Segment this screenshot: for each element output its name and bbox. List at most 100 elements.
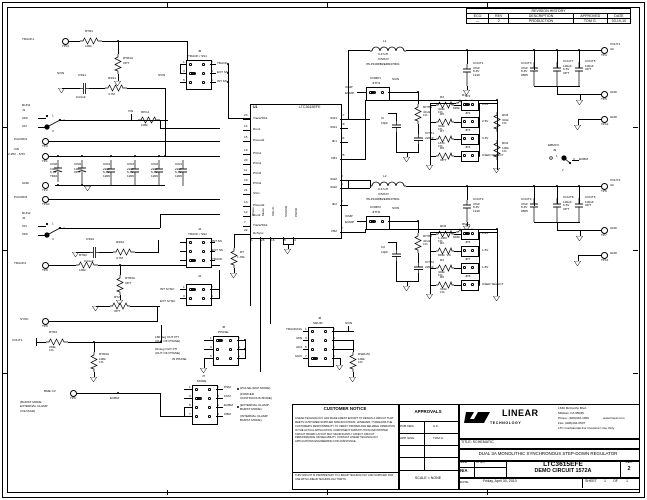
jumper-header-comp2[interactable] bbox=[366, 216, 390, 230]
jumper-pin[interactable] bbox=[311, 339, 314, 342]
jumper-pin[interactable] bbox=[208, 388, 211, 391]
jumper-pin[interactable] bbox=[324, 339, 327, 342]
jumper-shunt[interactable] bbox=[190, 288, 197, 291]
jumper-pin[interactable] bbox=[189, 63, 192, 66]
jumper-pin[interactable] bbox=[189, 81, 192, 84]
jumper-pin[interactable] bbox=[369, 91, 372, 94]
jumper-pin[interactable] bbox=[202, 81, 205, 84]
jumper-shunt[interactable] bbox=[196, 397, 203, 400]
jumper-pin[interactable] bbox=[471, 154, 474, 157]
switch-j2[interactable]: 123 bbox=[44, 220, 70, 240]
net-label-vin: VIN bbox=[14, 147, 20, 151]
switch-j9[interactable]: 132 bbox=[548, 154, 576, 172]
jumper-shunt[interactable] bbox=[370, 91, 377, 94]
jumper-shunt[interactable] bbox=[190, 259, 197, 262]
wire bbox=[430, 103, 431, 165]
jumper-pin[interactable] bbox=[195, 415, 198, 418]
jumper-pin[interactable] bbox=[311, 330, 314, 333]
wire bbox=[454, 285, 462, 286]
wire bbox=[440, 103, 456, 104]
test-point-tp5[interactable] bbox=[601, 91, 608, 98]
rev-cell-eco: — bbox=[465, 18, 490, 25]
jumper-pin[interactable] bbox=[208, 406, 211, 409]
jumper-shunt[interactable] bbox=[370, 220, 377, 223]
jumper-pin[interactable] bbox=[471, 266, 474, 269]
jumper-header-j8[interactable] bbox=[308, 327, 334, 367]
ref-r3: R3 bbox=[440, 95, 444, 99]
jumper-pin[interactable] bbox=[202, 297, 205, 300]
jumper-pin[interactable] bbox=[189, 72, 192, 75]
jumper-shunt[interactable] bbox=[312, 357, 319, 360]
jumper-pin[interactable] bbox=[202, 288, 205, 291]
jumper-pin[interactable] bbox=[202, 72, 205, 75]
jumper-pin[interactable] bbox=[463, 154, 466, 157]
jumper-shunt[interactable] bbox=[464, 103, 471, 106]
jumper-pin[interactable] bbox=[229, 339, 232, 342]
jumper-pin[interactable] bbox=[471, 137, 474, 140]
test-point-tp2[interactable] bbox=[42, 182, 49, 189]
pin-num: 6 bbox=[333, 345, 335, 349]
jumper-option-extss2: EXT SS bbox=[212, 248, 223, 252]
net-label-run2: RUN2 bbox=[22, 211, 31, 215]
value-rpg1: 100k bbox=[141, 123, 148, 127]
jumper-pin[interactable] bbox=[189, 288, 192, 291]
jumper-pin[interactable] bbox=[311, 348, 314, 351]
wire bbox=[348, 180, 370, 181]
jumper-pin[interactable] bbox=[324, 357, 327, 360]
jumper-pin[interactable] bbox=[195, 406, 198, 409]
jumper-pin[interactable] bbox=[195, 397, 198, 400]
jumper-pin[interactable] bbox=[202, 250, 205, 253]
jumper-pin[interactable] bbox=[463, 266, 466, 269]
junction bbox=[237, 388, 239, 390]
jumper-pin[interactable] bbox=[463, 137, 466, 140]
jumper-pin[interactable] bbox=[381, 220, 384, 223]
wire bbox=[396, 132, 397, 152]
jumper-pin[interactable] bbox=[324, 330, 327, 333]
jumper-pin[interactable] bbox=[195, 388, 198, 391]
jumper-shunt[interactable] bbox=[464, 232, 471, 235]
jumper-pin[interactable] bbox=[471, 249, 474, 252]
jumper-pin[interactable] bbox=[189, 250, 192, 253]
jumper-pin[interactable] bbox=[463, 283, 466, 286]
jumper-pin[interactable] bbox=[471, 232, 474, 235]
jumper-pin[interactable] bbox=[208, 415, 211, 418]
jumper-pin[interactable] bbox=[381, 91, 384, 94]
jumper-shunt[interactable] bbox=[190, 72, 197, 75]
jumper-pin[interactable] bbox=[202, 63, 205, 66]
jumper-pin[interactable] bbox=[189, 297, 192, 300]
frame-tick bbox=[3, 250, 8, 251]
jumper-pin[interactable] bbox=[463, 249, 466, 252]
wire bbox=[160, 120, 168, 121]
jumper-pin[interactable] bbox=[463, 103, 466, 106]
jumper-pin[interactable] bbox=[471, 283, 474, 286]
jumper-pin[interactable] bbox=[202, 259, 205, 262]
jumper-pin[interactable] bbox=[471, 103, 474, 106]
resistor-rt-sym bbox=[230, 248, 238, 268]
jumper-pin[interactable] bbox=[216, 339, 219, 342]
jumper-pin[interactable] bbox=[208, 397, 211, 400]
jumper-pin[interactable] bbox=[229, 348, 232, 351]
jumper-pin[interactable] bbox=[463, 120, 466, 123]
jumper-pin[interactable] bbox=[189, 259, 192, 262]
jumper-shunt[interactable] bbox=[217, 339, 224, 342]
pin-wire bbox=[243, 130, 250, 131]
wire bbox=[572, 160, 579, 161]
test-point-tp6-vout2[interactable] bbox=[601, 183, 608, 190]
jumper-header-j7[interactable] bbox=[192, 385, 218, 425]
jumper-pin[interactable] bbox=[202, 241, 205, 244]
jumper-pin[interactable] bbox=[216, 348, 219, 351]
switch-j1[interactable]: 123 bbox=[44, 112, 70, 132]
jumper-pin[interactable] bbox=[189, 241, 192, 244]
test-point-tp7[interactable] bbox=[601, 227, 608, 234]
jumper-pin[interactable] bbox=[311, 357, 314, 360]
jp5-ref: JP5 bbox=[465, 223, 471, 227]
jumper-pin[interactable] bbox=[471, 120, 474, 123]
jumper-pin[interactable] bbox=[229, 357, 232, 360]
jumper-pin[interactable] bbox=[463, 232, 466, 235]
jumper-pin[interactable] bbox=[216, 357, 219, 360]
test-point-tp4[interactable] bbox=[601, 47, 608, 54]
jumper-pin[interactable] bbox=[324, 348, 327, 351]
net-label-vout2-out: VOUT2 bbox=[610, 178, 621, 182]
jumper-header-comp1[interactable] bbox=[366, 87, 390, 101]
jumper-pin[interactable] bbox=[369, 220, 372, 223]
